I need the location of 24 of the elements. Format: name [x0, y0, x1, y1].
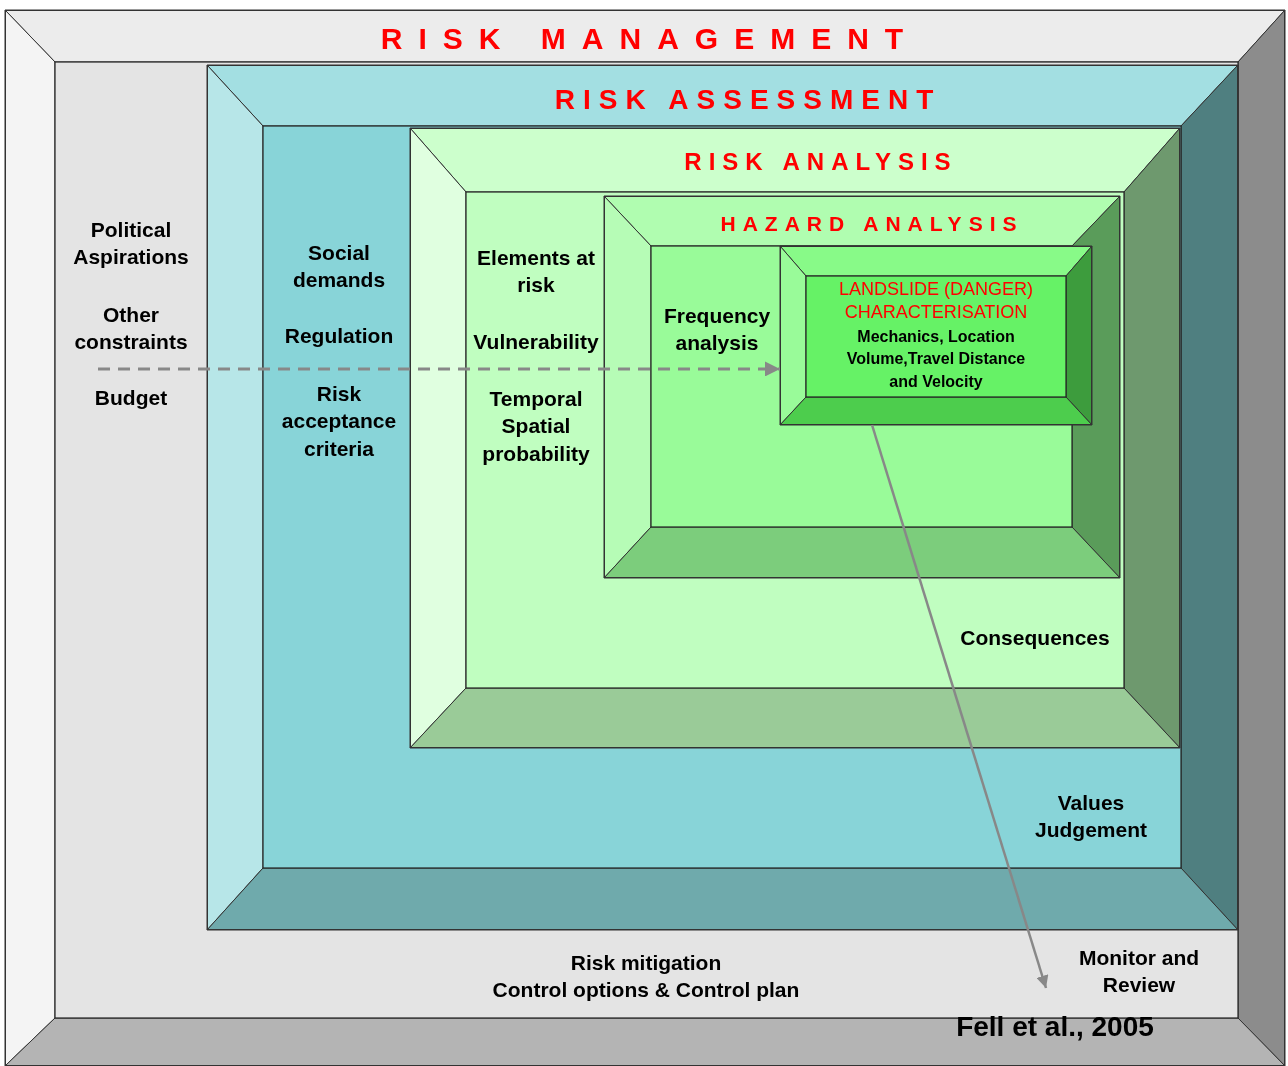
section-item: Regulation: [283, 323, 395, 350]
section-item: Temporal Spatial probability: [481, 386, 591, 467]
section-item: Risk mitigation: [569, 950, 723, 977]
section-item: Social demands: [291, 239, 387, 293]
section-title: HAZARD ANALYSIS: [719, 211, 1025, 238]
section-item: Risk acceptance criteria: [280, 381, 398, 462]
section-item: Consequences: [959, 625, 1111, 652]
section-title: RISK MANAGEMENT: [379, 20, 921, 57]
section-title: RISK ASSESSMENT: [553, 82, 943, 117]
section-item: Values Judgement: [1034, 789, 1148, 843]
section-item: Vulnerability: [472, 329, 600, 356]
section-item: Budget: [93, 385, 169, 412]
section-item: Other constraints: [73, 301, 189, 355]
box-heading: LANDSLIDE (DANGER) CHARACTERISATION: [837, 277, 1034, 324]
section-item: Control options & Control plan: [491, 977, 801, 1004]
section-item: Political Aspirations: [72, 216, 190, 270]
section-title: RISK ANALYSIS: [683, 147, 959, 178]
arrow: [870, 424, 1049, 989]
section-item: Frequency analysis: [662, 302, 772, 356]
box-text: Mechanics, Location Volume,Travel Distance and Velocity: [845, 327, 1027, 393]
section-item: Elements at risk: [476, 244, 596, 298]
dashed-arrow: [98, 361, 780, 377]
section-item: Monitor and Review: [1077, 944, 1201, 998]
citation: Fell et al., 2005: [955, 1011, 1155, 1043]
